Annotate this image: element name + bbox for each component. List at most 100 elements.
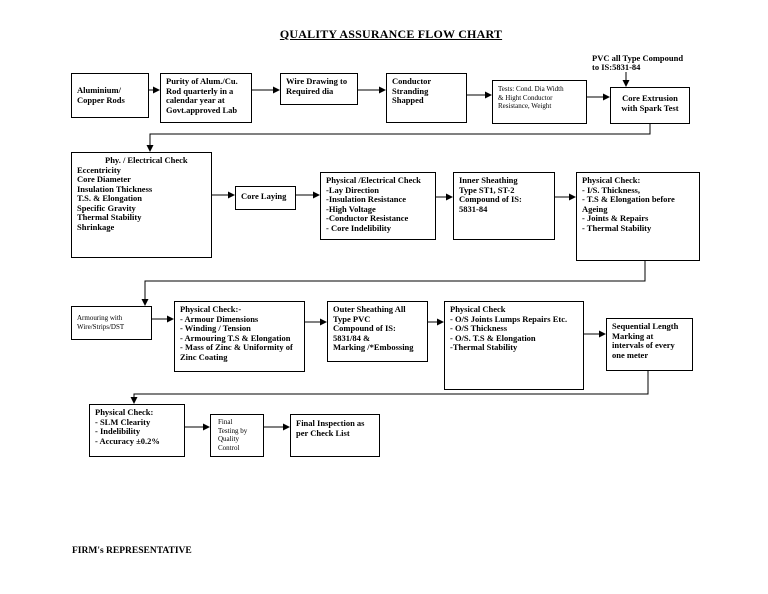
- box-purity: Purity of Alum./Cu. Rod quarterly in a c…: [160, 73, 252, 123]
- box-line: - O/S Thickness: [450, 323, 508, 333]
- box-conductor: Conductor Stranding Shapped: [386, 73, 467, 123]
- box-line: -Lay Direction: [326, 184, 379, 195]
- box-heading: Physical Check:: [582, 175, 641, 185]
- box-line: - Core Indelibility: [326, 222, 392, 233]
- box-line: Sequential Length: [612, 321, 679, 331]
- box-heading: Physical /Electrical Check: [326, 175, 421, 185]
- box-physical-check-2: Physical Check:- - Armour Dimensions - W…: [174, 301, 305, 372]
- box-line: Compound of IS:: [459, 194, 522, 204]
- box-line: Rod quarterly in a: [166, 85, 234, 96]
- box-line: Outer Sheathing All: [333, 304, 406, 314]
- box-heading: Physical Check:-: [180, 304, 242, 314]
- box-line: - Accuracy ±0.2%: [95, 435, 160, 446]
- box-line: Required dia: [286, 85, 334, 96]
- box-line: Final: [218, 418, 233, 426]
- box-line: Tests: Cond. Dia Width: [498, 85, 564, 93]
- box-line: Type PVC: [333, 313, 371, 324]
- box-line: -Insulation Resistance: [326, 194, 407, 204]
- box-line: -High Voltage: [326, 203, 376, 214]
- box-phy-electrical-check: Phy. / Electrical Check Eccentricity Cor…: [71, 152, 212, 258]
- box-heading: Physical Check:: [95, 407, 154, 417]
- box-line: - Indelibility: [95, 426, 141, 436]
- box-line: 5831-84: [459, 203, 488, 214]
- box-line: Eccentricity: [77, 164, 121, 175]
- box-line: intervals of every: [612, 340, 675, 350]
- box-line: Specific Gravity: [77, 202, 136, 213]
- box-core-extrusion: Core Extrusion with Spark Test: [610, 87, 690, 124]
- box-line: - SLM Clearity: [95, 416, 151, 427]
- arrow-core-extrusion-to-phy-check: [146, 124, 651, 152]
- box-final-testing: Final Testing by Quality Control: [210, 414, 264, 457]
- box-line: - I/S. Thickness,: [582, 184, 640, 195]
- box-line: one meter: [612, 349, 649, 360]
- box-line: Armouring with: [77, 314, 123, 322]
- box-line: Purity of Alum./Cu.: [166, 76, 238, 86]
- box-heading: Phy. / Electrical Check: [105, 155, 188, 165]
- box-line: -Conductor Resistance: [326, 213, 409, 223]
- box-line: Core Diameter: [77, 174, 131, 184]
- box-aluminium-rods: Aluminium/ Copper Rods: [71, 73, 149, 118]
- box-line: - Winding / Tension: [180, 323, 251, 333]
- box-physical-check-3: Physical Check - O/S Joints Lumps Repair…: [444, 301, 584, 390]
- top-note-line: to IS:5831-84: [592, 62, 641, 72]
- box-line: Marking /*Embossing: [333, 342, 414, 352]
- box-line: Resistance, Weight: [498, 102, 552, 110]
- box-tests: Tests: Cond. Dia Width & Hight Conductor…: [492, 80, 587, 124]
- box-line: Wire Drawing to: [286, 76, 348, 86]
- box-line: Core Laying: [241, 191, 287, 201]
- box-line: - Armouring T.S & Elongation: [180, 332, 291, 343]
- top-note: PVC all Type Compound to IS:5831-84: [592, 54, 683, 72]
- box-line: Insulation Thickness: [77, 183, 153, 194]
- box-armouring: Armouring with Wire/Strips/DST: [71, 306, 152, 340]
- box-line: Compound of IS:: [333, 323, 396, 333]
- box-inner-sheathing: Inner Sheathing Type ST1, ST-2 Compound …: [453, 172, 555, 240]
- box-line: 5831/84 &: [333, 332, 371, 343]
- box-line: - Mass of Zinc & Uniformity of: [180, 342, 293, 352]
- box-line: Marking at: [612, 330, 654, 341]
- box-line: Shrinkage: [77, 221, 115, 232]
- box-outer-sheathing: Outer Sheathing All Type PVC Compound of…: [327, 301, 428, 362]
- box-line: Wire/Strips/DST: [77, 322, 125, 331]
- box-line: - Joints & Repairs: [582, 213, 649, 223]
- box-physical-check-1: Physical Check: - I/S. Thickness, - T.S …: [576, 172, 700, 261]
- page-title: QUALITY ASSURANCE FLOW CHART: [279, 27, 503, 41]
- box-core-laying: Core Laying: [235, 186, 296, 210]
- box-line: calendar year at: [166, 95, 225, 105]
- arrow-sequential-to-physical-check-4: [130, 371, 649, 404]
- box-line: Shapped: [392, 95, 424, 105]
- box-line: Inner Sheathing: [459, 175, 518, 185]
- box-line: & Hight Conductor: [498, 93, 553, 102]
- box-line: Testing by: [218, 426, 248, 435]
- top-note-line: PVC all Type Compound: [592, 53, 684, 63]
- arrow-physical-check-to-armouring: [141, 261, 646, 306]
- box-line: Aluminium/: [77, 85, 121, 95]
- box-line: Control: [218, 443, 240, 452]
- box-line: - T.S & Elongation before: [582, 194, 675, 204]
- box-line: Type ST1, ST-2: [459, 184, 515, 195]
- box-line: - O/S Joints Lumps Repairs Etc.: [450, 313, 568, 324]
- box-physical-electrical-check: Physical /Electrical Check -Lay Directio…: [320, 172, 436, 240]
- box-line: T.S. & Elongation: [77, 193, 143, 203]
- firm-representative-label: FIRM's REPRESENTATIVE: [72, 546, 192, 556]
- box-line: Conductor: [392, 76, 432, 86]
- box-line: Final Inspection as: [296, 418, 365, 428]
- box-line: Copper Rods: [77, 94, 125, 105]
- box-line: Govt.approved Lab: [166, 104, 238, 115]
- box-line: - Armour Dimensions: [180, 313, 259, 324]
- box-heading: Physical Check: [450, 304, 506, 314]
- box-line: Zinc Coating: [180, 351, 228, 362]
- box-line: Ageing: [582, 203, 608, 214]
- box-wire-drawing: Wire Drawing to Required dia: [280, 73, 358, 105]
- box-sequential-length: Sequential Length Marking at intervals o…: [606, 318, 693, 371]
- box-physical-check-4: Physical Check: - SLM Clearity - Indelib…: [89, 404, 185, 457]
- box-line: Quality: [218, 435, 239, 443]
- box-line: - Thermal Stability: [582, 222, 652, 233]
- box-final-inspection: Final Inspection as per Check List: [290, 414, 380, 457]
- box-line: -Thermal Stability: [450, 342, 518, 352]
- box-line: - O/S. T.S & Elongation: [450, 332, 536, 343]
- box-line: Stranding: [392, 85, 429, 96]
- box-line: Core Extrusion: [622, 93, 678, 103]
- box-line: per Check List: [296, 427, 350, 438]
- box-line: with Spark Test: [621, 102, 679, 113]
